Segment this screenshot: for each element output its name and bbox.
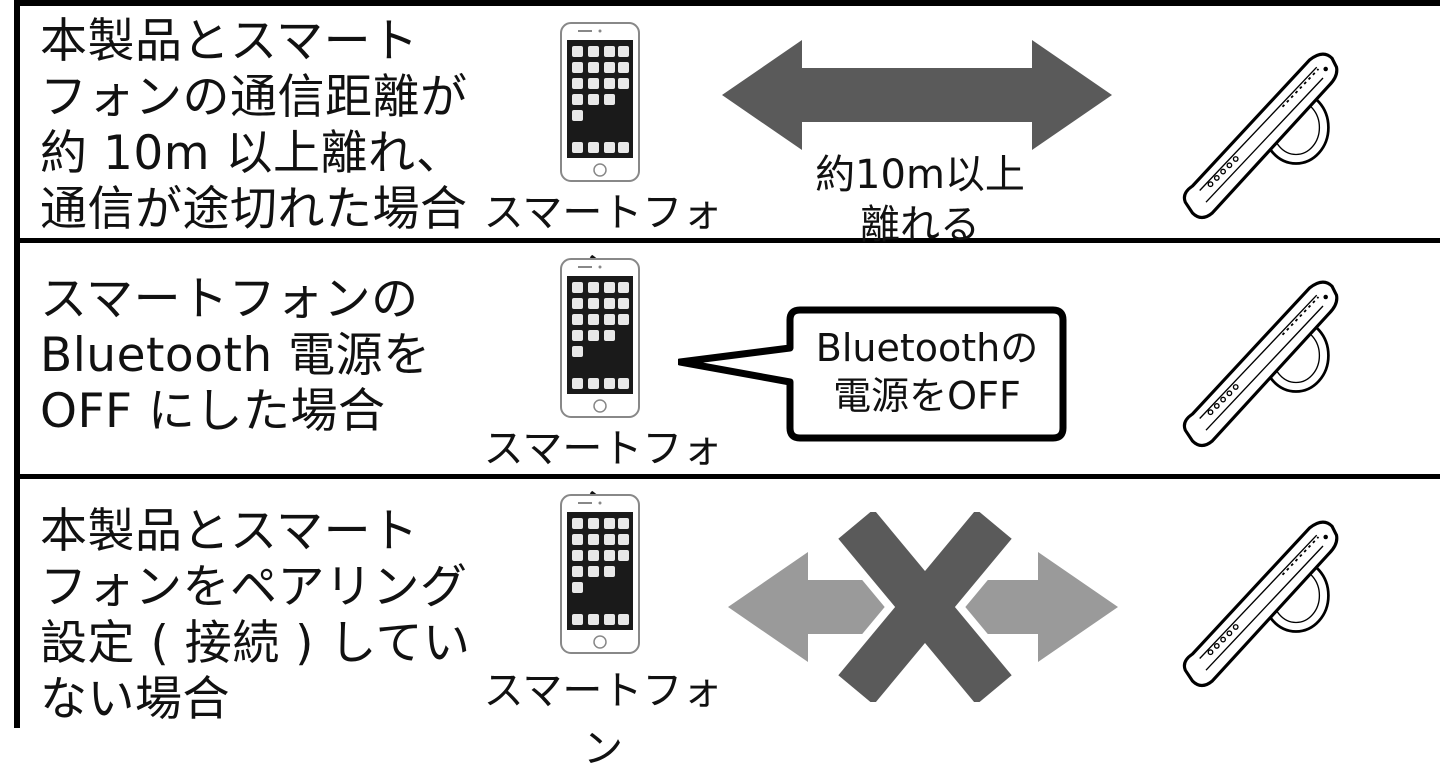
case-description: 本製品とスマート フォンをペアリング 設定 ( 接続 ) してい ない場合 xyxy=(40,504,471,727)
row-divider xyxy=(14,238,1440,243)
diagram-frame xyxy=(14,0,1440,728)
bluetooth-headset-icon xyxy=(1182,520,1339,688)
case-description: スマートフォンの Bluetooth 電源を OFF にした場合 xyxy=(40,272,431,439)
smartphone-icon xyxy=(560,494,640,654)
smartphone-icon xyxy=(560,258,640,418)
bidirectional-arrow-icon xyxy=(722,40,1112,150)
bluetooth-headset-icon xyxy=(1182,280,1339,448)
case-description: 本製品とスマート フォンの通信距離が 約 10m 以上離れ、 通信が途切れた場合 xyxy=(40,14,468,237)
bluetooth-headset-icon xyxy=(1182,52,1339,220)
speech-bubble xyxy=(678,306,1067,442)
bubble-text: Bluetoothの 電源をOFF xyxy=(815,326,1039,418)
row-divider xyxy=(14,474,1440,479)
distance-label: 約10m以上 離れる xyxy=(815,152,1025,248)
phone-caption: スマートフォン xyxy=(483,668,723,772)
smartphone-icon xyxy=(560,22,640,182)
blocked-connection-icon xyxy=(728,512,1118,702)
